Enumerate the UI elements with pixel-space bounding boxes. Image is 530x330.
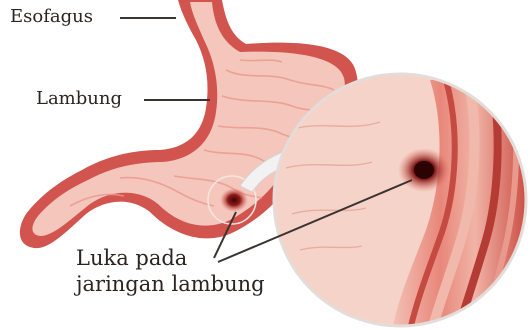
label-esofagus: Esofagus <box>10 6 93 27</box>
label-luka-line-2: jaringan lambung <box>76 271 265 297</box>
label-luka-line-1: Luka pada <box>76 245 265 271</box>
label-lambung: Lambung <box>36 88 122 109</box>
label-luka-pada-jaringan-lambung: Luka pada jaringan lambung <box>76 245 265 297</box>
